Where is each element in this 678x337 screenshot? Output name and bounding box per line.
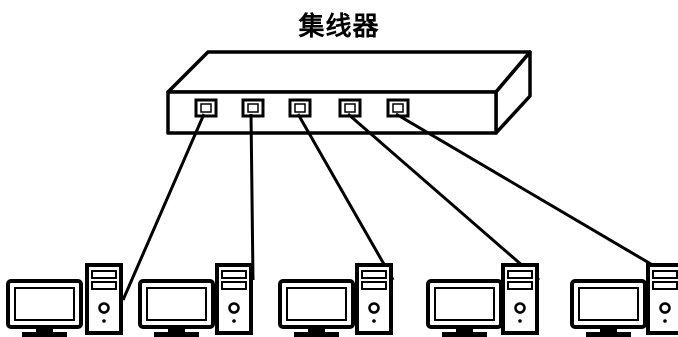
drive-bay-2	[361, 281, 387, 290]
monitor-screen	[578, 287, 639, 321]
monitor	[426, 279, 503, 337]
monitor-base	[22, 332, 67, 337]
power-button	[368, 302, 380, 314]
led-indicator	[518, 319, 522, 323]
cable-1	[121, 113, 206, 301]
computer-5	[570, 263, 678, 337]
monitor-screen	[286, 287, 347, 321]
computer-4	[426, 263, 539, 337]
tower	[85, 263, 123, 335]
port-inner	[294, 103, 306, 113]
monitor-neck	[308, 327, 325, 333]
hub-port-4	[338, 98, 362, 118]
drive-bay-2	[91, 281, 117, 290]
drive-bay-1	[221, 270, 247, 279]
hub-port-1	[194, 98, 218, 118]
network-cables	[121, 112, 678, 301]
port-outer	[194, 98, 218, 118]
drive-bay-2	[507, 281, 533, 290]
tower	[501, 263, 539, 335]
drive-bay-1	[91, 270, 117, 279]
monitor-base	[442, 332, 487, 337]
port-outer	[338, 98, 362, 118]
hub-port-2	[241, 98, 265, 118]
port-outer	[288, 98, 312, 118]
monitor	[138, 279, 215, 337]
hub-front-face	[166, 90, 498, 135]
drive-bay-2	[652, 281, 678, 290]
drive-bay-2	[221, 281, 247, 290]
cable-3	[296, 113, 395, 281]
tower	[355, 263, 393, 335]
hub-device	[166, 50, 532, 135]
hub-ports	[194, 98, 410, 118]
drive-bay-1	[361, 270, 387, 279]
led-indicator	[232, 319, 236, 323]
power-button	[659, 302, 671, 314]
tower	[646, 263, 678, 335]
computer-3	[278, 263, 393, 337]
cable-2	[249, 113, 255, 281]
monitor-base	[294, 332, 339, 337]
monitor-screen	[14, 287, 75, 321]
cable-4	[347, 112, 540, 282]
port-inner	[247, 103, 259, 113]
computer-2	[138, 263, 253, 337]
power-button	[228, 302, 240, 314]
port-inner	[200, 103, 212, 113]
led-indicator	[372, 319, 376, 323]
cable-5	[395, 112, 678, 282]
monitor-screen	[146, 287, 207, 321]
monitor	[570, 279, 647, 337]
tower	[215, 263, 253, 335]
port-inner	[392, 103, 404, 113]
hub-label: 集线器	[298, 12, 380, 42]
power-button	[514, 302, 526, 314]
drive-bay-1	[652, 270, 678, 279]
hub-top-face	[166, 50, 532, 94]
monitor-neck	[600, 327, 617, 333]
monitor-neck	[456, 327, 473, 333]
drive-bay-1	[507, 270, 533, 279]
monitor-base	[586, 332, 631, 337]
computer-1	[6, 263, 123, 337]
monitor	[6, 279, 83, 337]
monitor-base	[154, 332, 199, 337]
monitor-neck	[36, 327, 53, 333]
computers	[6, 263, 678, 337]
power-button	[98, 302, 110, 314]
monitor	[278, 279, 355, 337]
port-inner	[344, 103, 356, 113]
hub-port-3	[288, 98, 312, 118]
port-outer	[241, 98, 265, 118]
monitor-screen	[434, 287, 495, 321]
led-indicator	[663, 319, 667, 323]
monitor-neck	[168, 327, 185, 333]
led-indicator	[102, 319, 106, 323]
